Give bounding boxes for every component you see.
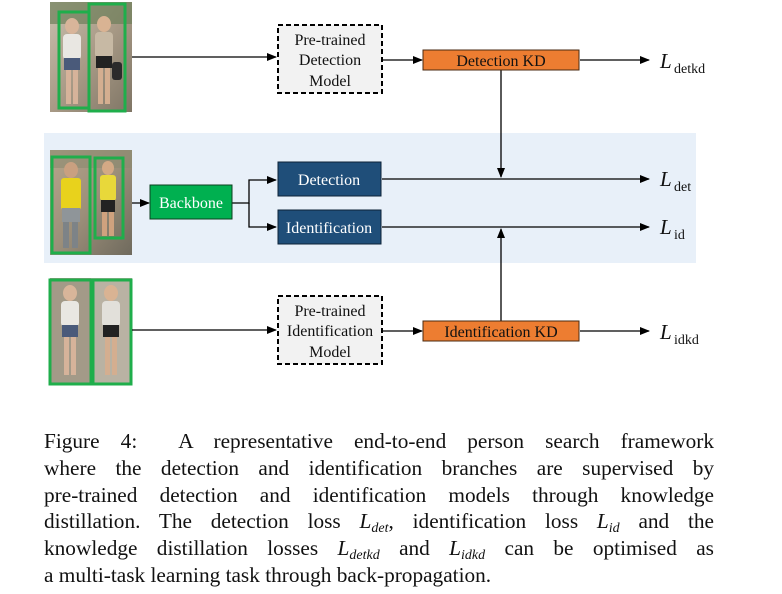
loss-symbol: L [659,49,672,73]
loss-detkd: L detkd [659,49,705,77]
loss-idkd: L idkd [659,320,699,348]
loss-symbol: L [659,167,672,191]
loss-subscript: id [674,228,685,243]
detection-branch-box: Detection [277,161,382,197]
loss-subscript: detkd [674,62,705,77]
detection-label: Detection [298,172,360,189]
input-image-identification-teacher [48,278,133,386]
arrow-backbone-to-identification [248,203,277,231]
bbox [48,278,93,386]
caption-text: can be optimised as [504,536,714,561]
caption-text: distillation. The detection loss [44,509,341,534]
caption-line: a multi-task learning task through back-… [44,562,492,587]
math-L: L [337,536,350,561]
loss-symbol: L [659,215,672,239]
bbox [91,278,133,386]
math-L: L [449,536,462,561]
pretrained-identification-line: Pre-trained [294,303,365,320]
identification-label: Identification [286,220,372,237]
detection-kd-box: Detection KD [422,49,580,71]
caption-text: and the [638,509,715,534]
framework-diagram: Pre-trained Detection Model Detection KD… [44,2,705,386]
math-L: L [596,509,609,534]
caption-line: Figure 4: A representative end-to-end pe… [44,428,714,455]
math-sub: idkd [461,548,486,564]
pretrained-identification-model-box: Pre-trained Identification Model [277,295,383,365]
pretrained-identification-line: Identification [287,323,373,340]
caption-line: knowledge distillation losses Ldetkd and… [44,535,714,564]
identification-kd-box: Identification KD [422,320,580,342]
caption-text: identification loss [412,509,579,534]
arrow-backbone-to-detection [232,176,277,204]
pretrained-identification-line: Model [309,344,351,361]
input-image-detection-teacher [50,2,132,113]
math-sub: detkd [349,548,380,564]
caption-text: A representative end-to-end person searc… [178,429,714,453]
caption-line: distillation. The detection loss Ldet, i… [44,509,715,537]
bbox [93,156,125,240]
caption-text: and [399,536,430,561]
figure-caption: Figure 4: A representative end-to-end pe… [44,428,714,589]
backbone-box: Backbone [149,184,233,220]
pretrained-detection-line: Detection [299,52,361,69]
loss-det: L det [659,167,691,195]
bbox [87,2,127,113]
math-L: L [359,509,372,534]
pretrained-detection-line: Pre-trained [294,32,365,49]
caption-line: where the detection and identification b… [44,455,714,480]
math-sub: det [371,521,389,537]
identification-kd-label: Identification KD [444,324,557,341]
detection-kd-label: Detection KD [456,53,545,70]
loss-subscript: idkd [674,333,699,348]
caption-figure-number: Figure 4: [44,429,138,453]
loss-id: L id [659,215,685,243]
loss-symbol: L [659,320,672,344]
pretrained-detection-model-box: Pre-trained Detection Model [277,24,383,94]
bbox [50,155,92,255]
caption-line: pre-trained detection and identification… [44,482,714,507]
loss-subscript: det [674,180,691,195]
math-sub: id [608,521,620,537]
backbone-label: Backbone [159,195,223,212]
caption-text: knowledge distillation losses [44,536,319,561]
input-image-student [50,150,132,255]
identification-branch-box: Identification [277,209,382,245]
pretrained-detection-line: Model [309,73,351,90]
